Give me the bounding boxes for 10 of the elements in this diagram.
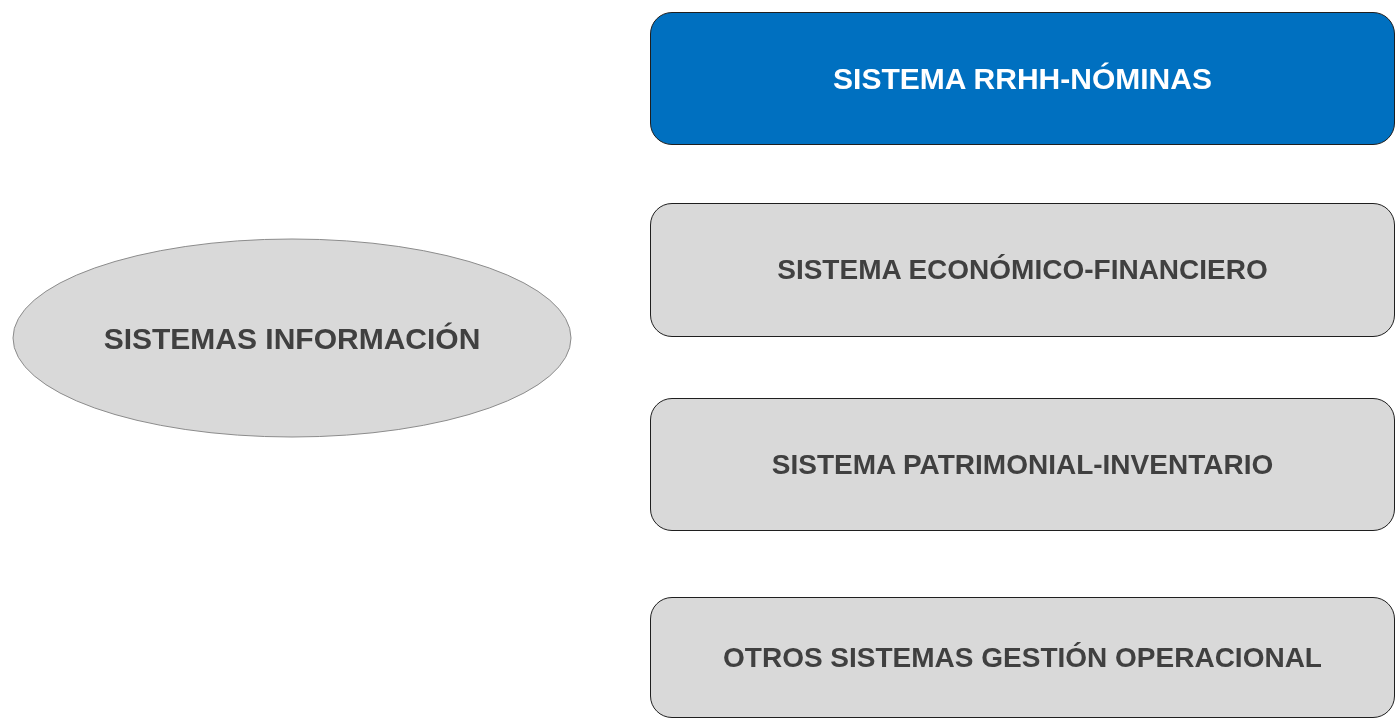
process-box [650, 597, 1395, 718]
ellipse-node [12, 238, 572, 438]
node-label: OTROS SISTEMAS GESTIÓN OPERACIONAL [723, 640, 1322, 675]
node-label: SISTEMA RRHH-NÓMINAS [833, 61, 1212, 97]
node-label: SISTEMA PATRIMONIAL-INVENTARIO [771, 447, 1274, 482]
node-label: SISTEMA ECONÓMICO-FINANCIERO [777, 253, 1268, 287]
process-box [650, 203, 1395, 337]
process-box [650, 398, 1395, 531]
process-box [650, 12, 1395, 145]
node-label: SISTEMAS INFORMACIÓN [103, 320, 481, 357]
